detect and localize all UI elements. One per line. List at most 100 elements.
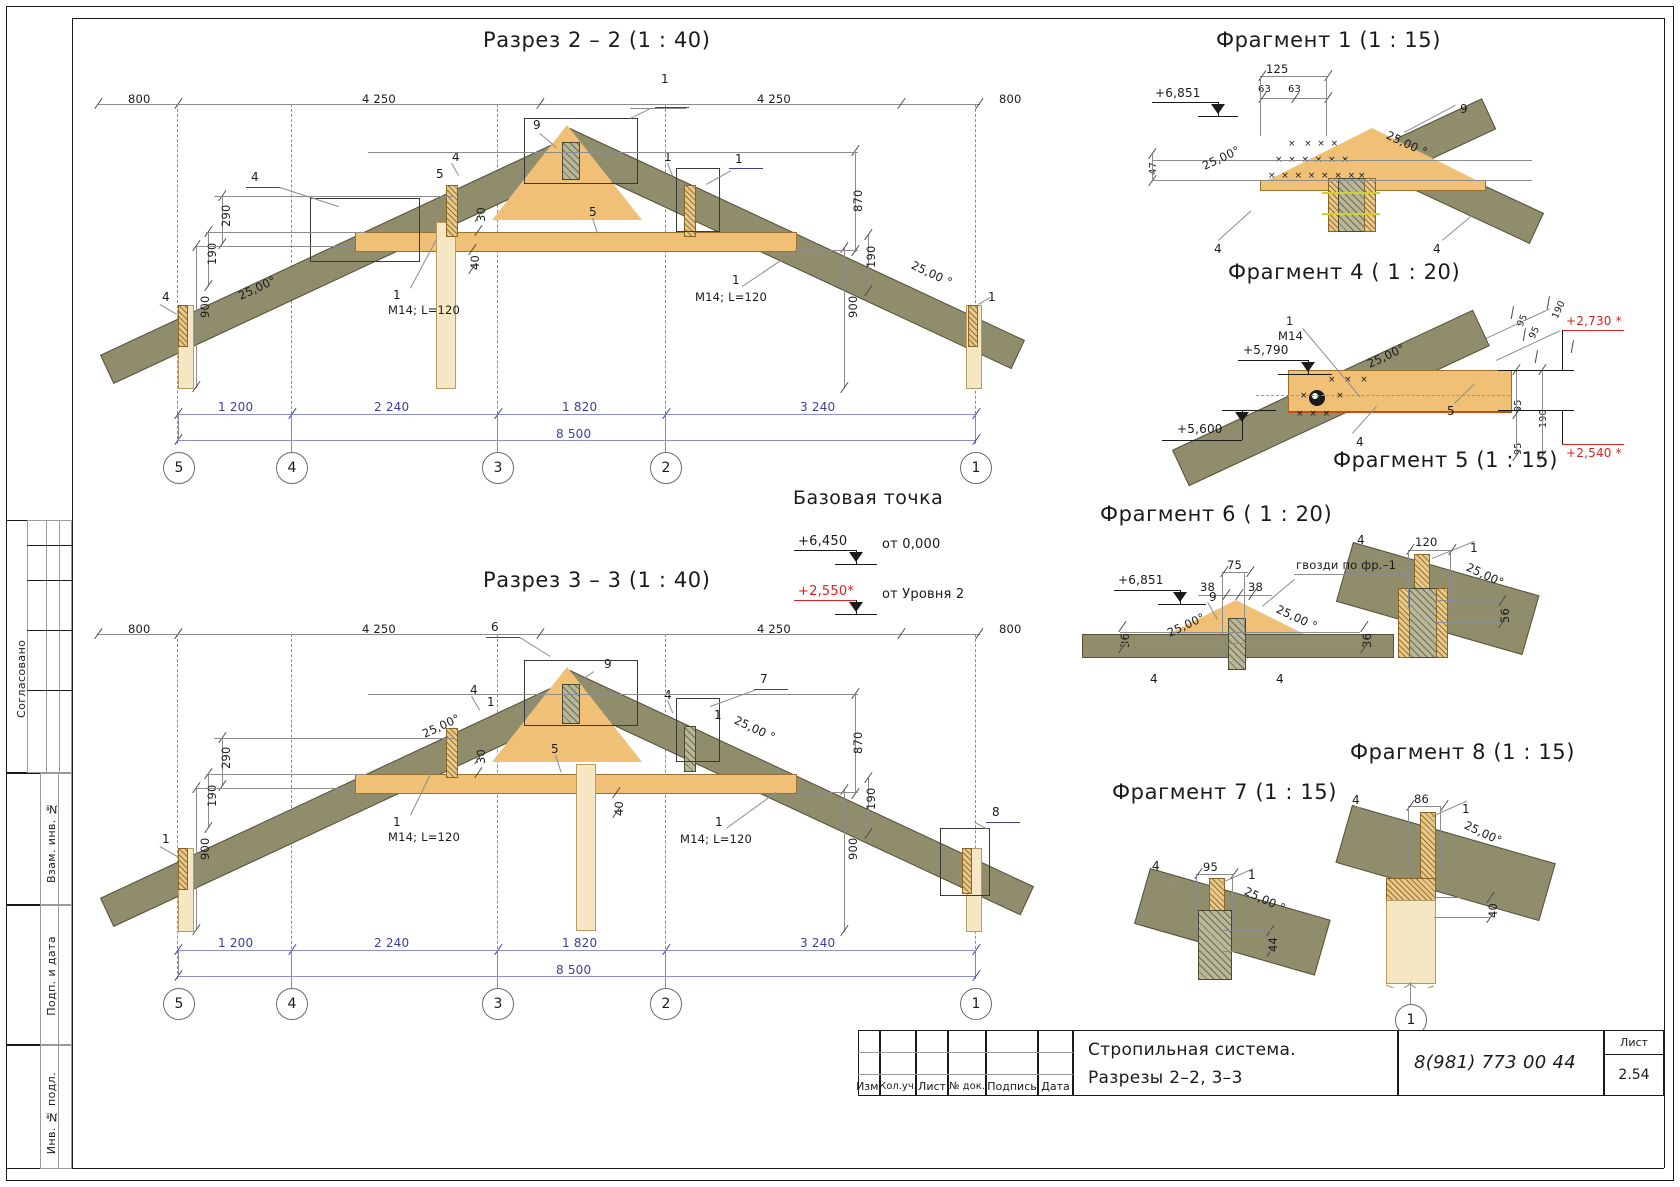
dim-top-4250-right: 4 250: [757, 92, 791, 106]
tag-4-mid: 4: [452, 150, 460, 164]
rev-col-ndok: [948, 1030, 986, 1096]
grid33-bubble-3[interactable]: 3: [482, 988, 514, 1020]
detail-box-1[interactable]: [524, 118, 638, 184]
fr8-post: [1386, 900, 1436, 984]
fragment-7: Фрагмент 7 (1 : 15) 4 1 95 44 25,00 °: [1090, 760, 1350, 1000]
grid33-bubble-1[interactable]: 1: [960, 988, 992, 1020]
stamp-rule: [27, 690, 72, 691]
fr5-tag-4: 4: [1357, 533, 1365, 547]
fr6-dim-38b: 38: [1248, 580, 1264, 594]
dim-2240: 2 240: [374, 400, 410, 414]
bolt-tag-left: 1: [393, 288, 401, 302]
base-level-2: +2,550*: [798, 584, 855, 599]
dim-top-800-left: 800: [128, 92, 151, 106]
bolt-note-left: M14; L=120: [388, 303, 461, 317]
fragment-1-title: Фрагмент 1 (1 : 15): [1216, 28, 1442, 52]
phone-panel: [1398, 1030, 1604, 1096]
fr6-nails-note: гвозди по фр.–1: [1296, 558, 1397, 572]
dim33-900-right: 900: [846, 837, 860, 860]
fr8-plate-horizontal: [1386, 878, 1436, 902]
fr1-dim-63a: 63: [1258, 84, 1272, 95]
grid33-bubble-2[interactable]: 2: [650, 988, 682, 1020]
fr1-gusset: [1260, 128, 1484, 184]
detail-box-5[interactable]: [676, 168, 720, 232]
dim33-top-4250-left: 4 250: [362, 622, 396, 636]
grid-bubble-4[interactable]: 4: [276, 452, 308, 484]
grid-bubble-5[interactable]: 5: [163, 452, 195, 484]
bolt33-left-wall: [178, 848, 188, 890]
detail33-box-7[interactable]: [676, 698, 720, 762]
fr5-bolt-right: [1436, 588, 1448, 658]
dim33-top-4250-right: 4 250: [757, 622, 791, 636]
base-from-2: от Уровня 2: [882, 587, 965, 602]
fragment-4: Фрагмент 4 ( 1 : 20) × × × × × × × × 1 M…: [1100, 250, 1624, 487]
fr1-level: +6,851: [1155, 86, 1201, 100]
fragment-1: Фрагмент 1 (1 : 15) × × × × × × × × × × …: [1100, 20, 1600, 270]
bolt33-left: [446, 728, 458, 778]
fr4-beam: [1288, 370, 1512, 413]
dim33-870: 870: [851, 731, 865, 754]
fr6-rafter-right: [1232, 634, 1394, 658]
fragment-5: Фрагмент 5 (1 : 15) 4 1 120 56 25,00°: [1320, 440, 1620, 680]
fr6-tag-4-left: 4: [1150, 672, 1158, 686]
tag33-4b: 4: [664, 688, 672, 702]
tag33-7: 7: [760, 672, 768, 686]
grid-bubble-3[interactable]: 3: [482, 452, 514, 484]
fr5-tag-1: 1: [1470, 541, 1478, 555]
fr7-plate: [1198, 910, 1232, 980]
fr6-plate: [1228, 618, 1246, 670]
tag-5-right: 1: [735, 152, 743, 166]
dim-900-left: 900: [198, 295, 212, 318]
dim-870: 870: [851, 189, 865, 212]
fr1-dim-125: 125: [1266, 62, 1289, 76]
bolt-tag-right: 1: [732, 273, 740, 287]
fr7-tag-1: 1: [1248, 868, 1256, 882]
bolt33-right-wall: [962, 848, 972, 894]
inv-podl-sub2: [58, 1045, 72, 1169]
base-point-title: Базовая точка: [793, 487, 944, 509]
detail33-box-8[interactable]: [940, 828, 990, 896]
tag-1-mid: 5: [436, 167, 444, 181]
dim-8500: 8 500: [556, 427, 592, 441]
fr6-dim-36-left: 36: [1118, 632, 1132, 648]
fragment-4-title: Фрагмент 4 ( 1 : 20): [1228, 260, 1461, 284]
dim-190-right: 190: [864, 245, 878, 268]
fr8-bolt: [1420, 812, 1436, 884]
fr6-rafter-left: [1082, 634, 1244, 658]
grid33-bubble-5[interactable]: 5: [163, 988, 195, 1020]
detail33-box-6[interactable]: [524, 660, 638, 726]
tag-5-beam: 5: [589, 205, 597, 219]
detail-box-4[interactable]: [310, 198, 420, 262]
tag33-6: 6: [491, 620, 499, 634]
bolt33-tag-left: 1: [393, 815, 401, 829]
bolt-right-brace: [684, 185, 696, 237]
fr1-tag-4-right: 4: [1433, 242, 1441, 256]
grid33-bubble-4[interactable]: 4: [276, 988, 308, 1020]
sheet-border-right: [1664, 18, 1665, 1168]
fr6-dim-75: 75: [1227, 558, 1243, 572]
bolt-left-brace: [446, 185, 458, 237]
podp-data-sub2: [58, 905, 72, 1045]
soglasovano-sub3: [59, 520, 72, 773]
tag33-1c: 1: [162, 832, 170, 846]
fr8-tag-1: 1: [1462, 802, 1470, 816]
fr4-bolt-center: [1312, 393, 1318, 399]
rev-col-list: [916, 1030, 948, 1096]
grid-bubble-1[interactable]: 1: [960, 452, 992, 484]
fr6-tag-9: 9: [1209, 590, 1217, 604]
fr4-tag-m14: M14: [1278, 329, 1304, 343]
fr5-dim-56: 56: [1498, 607, 1512, 623]
fragment-6-title: Фрагмент 6 ( 1 : 20): [1100, 502, 1333, 526]
tag-underline: [655, 107, 689, 109]
fr1-plate: [1338, 178, 1366, 232]
base-point-block: Базовая точка +6,450 от 0,000 +2,550* от…: [770, 480, 1070, 630]
grid-bubble-2[interactable]: 2: [650, 452, 682, 484]
bolt-right-wall: [968, 305, 978, 347]
fr4-dim-190b: 190: [1538, 409, 1549, 428]
section-3-3: Разрез 3 – 3 (1 : 40) 800 4 250 4 250 80…: [0, 530, 1100, 1030]
dim-top-4250-left: 4 250: [362, 92, 396, 106]
angle33-right: 25,00 °: [732, 713, 778, 745]
rev-col-data: [1038, 1030, 1073, 1096]
sheet-panel: [1604, 1030, 1664, 1096]
fr4-level-5790: +5,790: [1243, 343, 1289, 357]
